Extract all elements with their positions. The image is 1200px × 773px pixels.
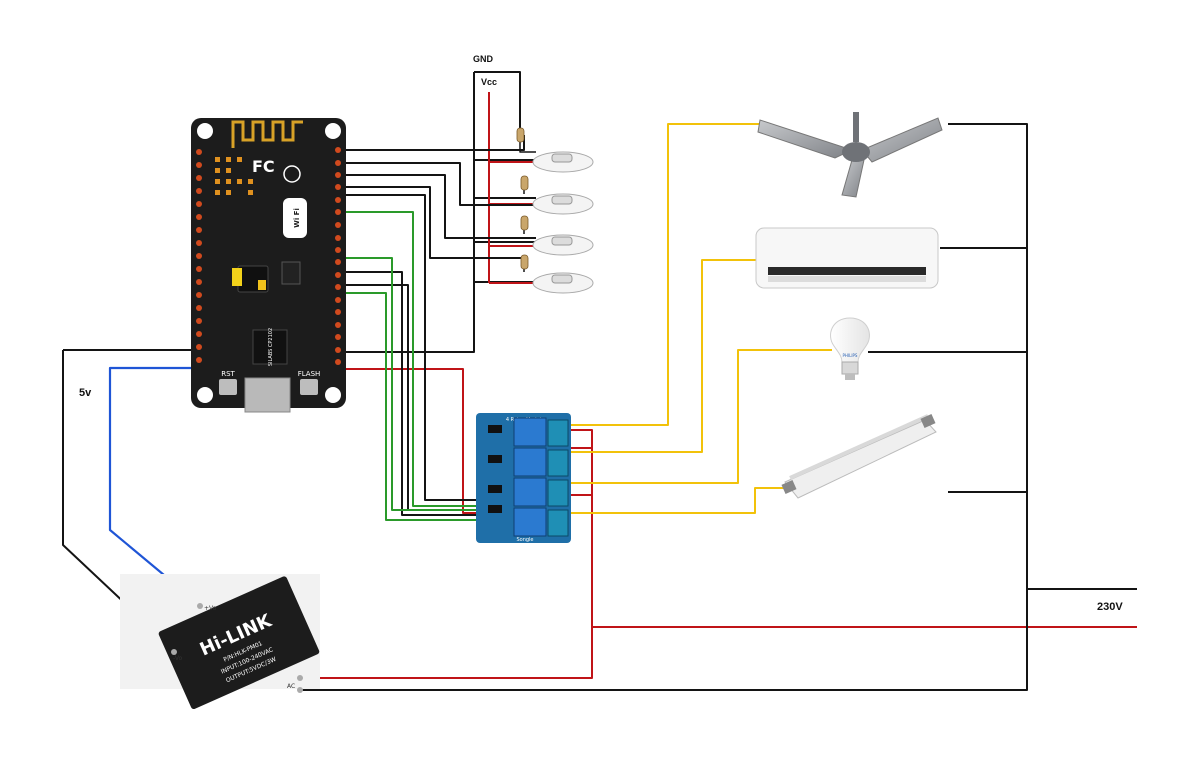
pad-rows	[215, 157, 253, 195]
usb-serial-chip: SILABS CP2102	[252, 328, 288, 366]
tube-light-icon	[781, 413, 937, 499]
yellow-capacitor	[232, 268, 242, 286]
right-pin-header	[335, 147, 341, 365]
resistor-icon	[516, 127, 525, 143]
fcc-logo: FC	[252, 157, 275, 176]
push-switch-icon	[532, 234, 594, 256]
terminal-blocks	[547, 419, 569, 537]
relay-2	[513, 447, 547, 477]
air-conditioner-icon	[755, 227, 939, 289]
relay-input-green	[340, 211, 478, 521]
appliance-wires	[568, 123, 832, 514]
svg-text:PHILIPS: PHILIPS	[843, 353, 858, 358]
five-volt-wire	[108, 366, 201, 606]
svg-text:AC: AC	[287, 683, 295, 690]
light-bulb-icon: PHILIPS	[830, 317, 870, 380]
resistor-icon	[520, 215, 529, 231]
rst-button	[219, 379, 237, 395]
push-switch-icon	[532, 272, 594, 294]
pin-vo-minus	[171, 649, 177, 655]
led	[258, 280, 266, 290]
push-switches	[532, 151, 594, 294]
svg-text:+Vo: +Vo	[204, 605, 217, 612]
relay-input-black	[340, 194, 478, 516]
vcc-label: Vcc	[481, 77, 498, 87]
ceiling-fan-icon	[757, 112, 943, 198]
mount-hole	[197, 387, 213, 403]
ce-mark	[283, 165, 301, 183]
pin-ac-2	[297, 687, 303, 693]
usb-port	[244, 377, 291, 413]
flash-button	[300, 379, 318, 395]
gnd-label: GND	[473, 54, 493, 64]
mount-hole	[197, 123, 213, 139]
relay-3	[513, 477, 547, 507]
switch-signal-wires	[340, 135, 536, 259]
resistors	[516, 127, 529, 270]
mains-voltage-label: 230V	[1097, 601, 1123, 613]
optocouplers	[488, 425, 502, 513]
resistor-icon	[520, 175, 529, 191]
pin-vo-plus	[197, 603, 203, 609]
mount-hole	[325, 123, 341, 139]
mount-hole	[325, 387, 341, 403]
nodemcu-board: FC Wi Fi SILABS CP2102 RST FLASH	[191, 118, 346, 413]
five-volt-label: 5v	[79, 387, 92, 399]
hi-link-power-module: Hi-LINK P/N:HLK-PM01 INPUT:100-240VAC OU…	[120, 574, 320, 710]
svg-text:SILABS CP2102: SILABS CP2102	[268, 328, 274, 366]
relay-1	[513, 417, 547, 447]
relay-module: 4 Relay Module Songle	[476, 413, 571, 543]
rst-label: RST	[221, 370, 235, 378]
relay-4	[513, 507, 547, 537]
small-ic	[281, 261, 301, 285]
flash-label: FLASH	[298, 370, 321, 378]
resistor-icon	[520, 254, 529, 270]
wifi-logo: Wi Fi	[283, 198, 307, 238]
pin-ac-1	[297, 675, 303, 681]
push-switch-icon	[532, 193, 594, 215]
svg-text:-Vo: -Vo	[173, 655, 182, 662]
svg-text:Wi Fi: Wi Fi	[293, 208, 301, 228]
push-switch-icon	[532, 151, 594, 173]
left-pin-header	[196, 149, 202, 363]
svg-text:Songle: Songle	[516, 537, 533, 543]
pcb-antenna	[231, 120, 303, 148]
